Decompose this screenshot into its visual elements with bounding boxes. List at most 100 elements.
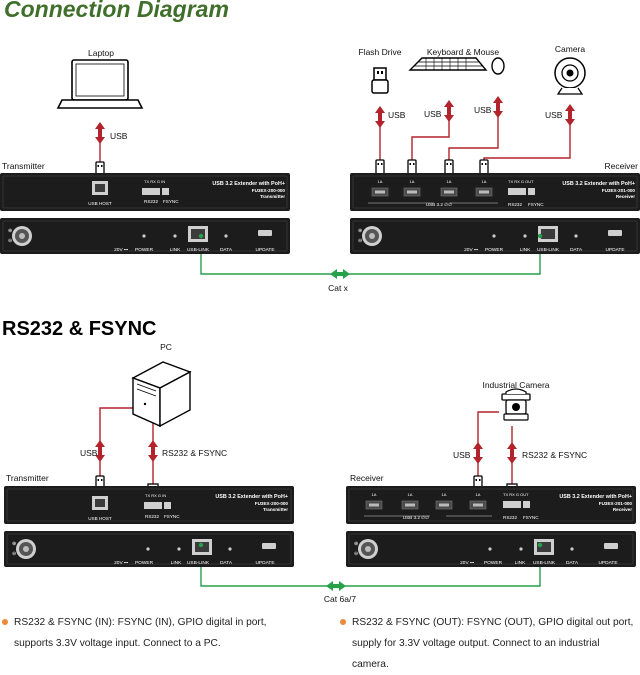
- bullet-dot: [2, 619, 8, 625]
- transmitter-front-panel: USB HOST TX RX G IN RS232 FSYNC USB 3.2 …: [0, 172, 291, 212]
- usb-cable-label: USB: [80, 448, 98, 458]
- double-arrow-icon: [326, 581, 346, 591]
- title-connection-diagram: Connection Diagram: [4, 0, 229, 22]
- svg-text:DATA: DATA: [220, 560, 233, 566]
- svg-text:USB HOST: USB HOST: [88, 201, 112, 206]
- svg-text:⊕: ⊕: [358, 228, 362, 234]
- pc-icon: [131, 361, 192, 428]
- svg-text:FSYNC: FSYNC: [528, 202, 544, 207]
- cat-6a7-label: Cat 6a/7: [324, 594, 356, 604]
- receiver-label: Receiver: [350, 473, 384, 483]
- svg-text:USB 3.2 Extender with PoH+: USB 3.2 Extender with PoH+: [215, 494, 288, 500]
- rs232-fsync-cable-label: RS232 & FSYNC: [162, 448, 227, 458]
- cat-plug-icon: [198, 233, 204, 239]
- double-arrow-icon: [330, 269, 350, 279]
- transmitter-back-panel: ⊕ ⊖ 20V ⎓ POWER LINK USB-LINK DATA UPDAT…: [0, 217, 291, 255]
- svg-text:1A: 1A: [476, 492, 481, 497]
- svg-text:USB 3.2 Extender with PoH+: USB 3.2 Extender with PoH+: [562, 181, 635, 187]
- receiver-front-panel: 1A 1A 1A 1A USB 3.2 ∅∅ TX RX G OUT RS232…: [349, 172, 640, 212]
- svg-text:Receiver: Receiver: [616, 194, 635, 199]
- svg-text:TX RX G IN: TX RX G IN: [144, 179, 165, 184]
- double-arrow-icon: [95, 96, 575, 144]
- svg-text:TX RX G OUT: TX RX G OUT: [503, 492, 529, 497]
- camera-label: Camera: [555, 44, 586, 54]
- svg-text:USB 3.2 ∅∅: USB 3.2 ∅∅: [426, 202, 452, 207]
- svg-text:⊕: ⊕: [354, 541, 358, 547]
- svg-text:20V ⎓: 20V ⎓: [114, 247, 128, 253]
- receiver-back-panel: ⊕ ⊖ 20V ⎓ POWER LINK USB-LINK DATA UPDAT…: [349, 217, 640, 255]
- svg-text:RS232: RS232: [508, 202, 522, 207]
- svg-text:USB HOST: USB HOST: [88, 516, 112, 521]
- svg-text:USB-LINK: USB-LINK: [533, 560, 556, 566]
- transmitter-label: Transmitter: [6, 473, 49, 483]
- laptop-label: Laptop: [88, 48, 114, 58]
- svg-text:1A: 1A: [372, 492, 377, 497]
- svg-text:UPDATE: UPDATE: [605, 247, 624, 253]
- usb-cable-label: USB: [110, 131, 128, 141]
- svg-text:RS232: RS232: [145, 514, 159, 519]
- svg-text:USB-LINK: USB-LINK: [187, 560, 210, 566]
- keyboard-mouse-icon: [408, 57, 505, 75]
- svg-text:FSYNC: FSYNC: [164, 514, 180, 519]
- note-text: RS232 & FSYNC (IN): FSYNC (IN), GPIO dig…: [14, 617, 267, 649]
- cat-plug-icon: [198, 542, 204, 548]
- title-rs232-fsync: RS232 & FSYNC: [2, 318, 157, 340]
- transmitter-front-panel: USB HOST TX RX G IN RS232 FSYNC USB 3.2 …: [3, 485, 295, 525]
- svg-text:USB 3.2 Extender with PoH+: USB 3.2 Extender with PoH+: [212, 181, 285, 187]
- svg-text:FU3EX-201-000: FU3EX-201-000: [602, 188, 636, 193]
- svg-text:USB-LINK: USB-LINK: [537, 247, 560, 253]
- flash-drive-label: Flash Drive: [359, 47, 402, 57]
- cat-plug-icon: [537, 233, 543, 239]
- svg-text:POWER: POWER: [135, 247, 154, 253]
- note-rs232-in: RS232 & FSYNC (IN): FSYNC (IN), GPIO dig…: [2, 612, 302, 654]
- cat-cable-top: [200, 238, 541, 275]
- svg-text:1A: 1A: [378, 179, 383, 184]
- usb-cable-label: USB: [453, 450, 471, 460]
- svg-text:UPDATE: UPDATE: [598, 560, 617, 566]
- svg-text:UPDATE: UPDATE: [255, 560, 274, 566]
- svg-text:FU3EX-201-000: FU3EX-201-000: [599, 501, 633, 506]
- rs232-fsync-cable-label: RS232 & FSYNC: [522, 450, 587, 460]
- industrial-camera-label: Industrial Camera: [482, 380, 549, 390]
- cat-x-label: Cat x: [328, 283, 349, 293]
- svg-text:LINK: LINK: [170, 247, 181, 253]
- usb-cable-label: USB: [424, 109, 442, 119]
- note-rs232-out: RS232 & FSYNC (OUT): FSYNC (OUT), GPIO d…: [340, 612, 638, 675]
- svg-text:20V ⎓: 20V ⎓: [114, 560, 128, 566]
- svg-text:1A: 1A: [482, 179, 487, 184]
- svg-text:RS232: RS232: [144, 199, 158, 204]
- cat-plug-icon: [537, 542, 543, 548]
- receiver-label: Receiver: [604, 161, 638, 171]
- svg-text:DATA: DATA: [220, 247, 233, 253]
- svg-text:USB-LINK: USB-LINK: [187, 247, 210, 253]
- svg-text:Transmitter: Transmitter: [260, 194, 285, 199]
- svg-text:⊕: ⊕: [12, 541, 16, 547]
- svg-text:POWER: POWER: [135, 560, 154, 566]
- svg-text:LINK: LINK: [520, 247, 531, 253]
- svg-text:TX RX G OUT: TX RX G OUT: [508, 179, 534, 184]
- svg-text:DATA: DATA: [566, 560, 579, 566]
- svg-text:FSYNC: FSYNC: [163, 199, 179, 204]
- transmitter-label: Transmitter: [2, 161, 45, 171]
- svg-text:⊖: ⊖: [354, 551, 358, 557]
- flash-drive-icon: [371, 67, 389, 94]
- keyboard-mouse-label: Keyboard & Mouse: [427, 47, 500, 57]
- svg-text:RS232: RS232: [503, 515, 517, 520]
- svg-text:POWER: POWER: [484, 560, 503, 566]
- svg-text:USB 3.2 ∅∅: USB 3.2 ∅∅: [403, 515, 429, 520]
- svg-text:1A: 1A: [410, 179, 415, 184]
- svg-text:⊕: ⊕: [8, 228, 12, 234]
- bullet-dot: [340, 619, 346, 625]
- svg-text:POWER: POWER: [485, 247, 504, 253]
- svg-text:⊖: ⊖: [358, 238, 362, 244]
- camera-icon: [554, 57, 586, 95]
- note-text: RS232 & FSYNC (OUT): FSYNC (OUT), GPIO d…: [352, 617, 634, 670]
- svg-text:LINK: LINK: [515, 560, 526, 566]
- connection-diagram: Laptop Flash Drive Keyboard & Mouse Came…: [0, 44, 640, 604]
- svg-text:Receiver: Receiver: [613, 507, 632, 512]
- laptop-icon: [56, 59, 144, 109]
- usb-cable-label: USB: [388, 110, 406, 120]
- double-arrow-icon: [95, 440, 517, 464]
- transmitter-back-panel: ⊕ ⊖ 20V ⎓ POWER LINK USB-LINK DATA UPDAT…: [3, 530, 295, 568]
- svg-text:UPDATE: UPDATE: [255, 247, 274, 253]
